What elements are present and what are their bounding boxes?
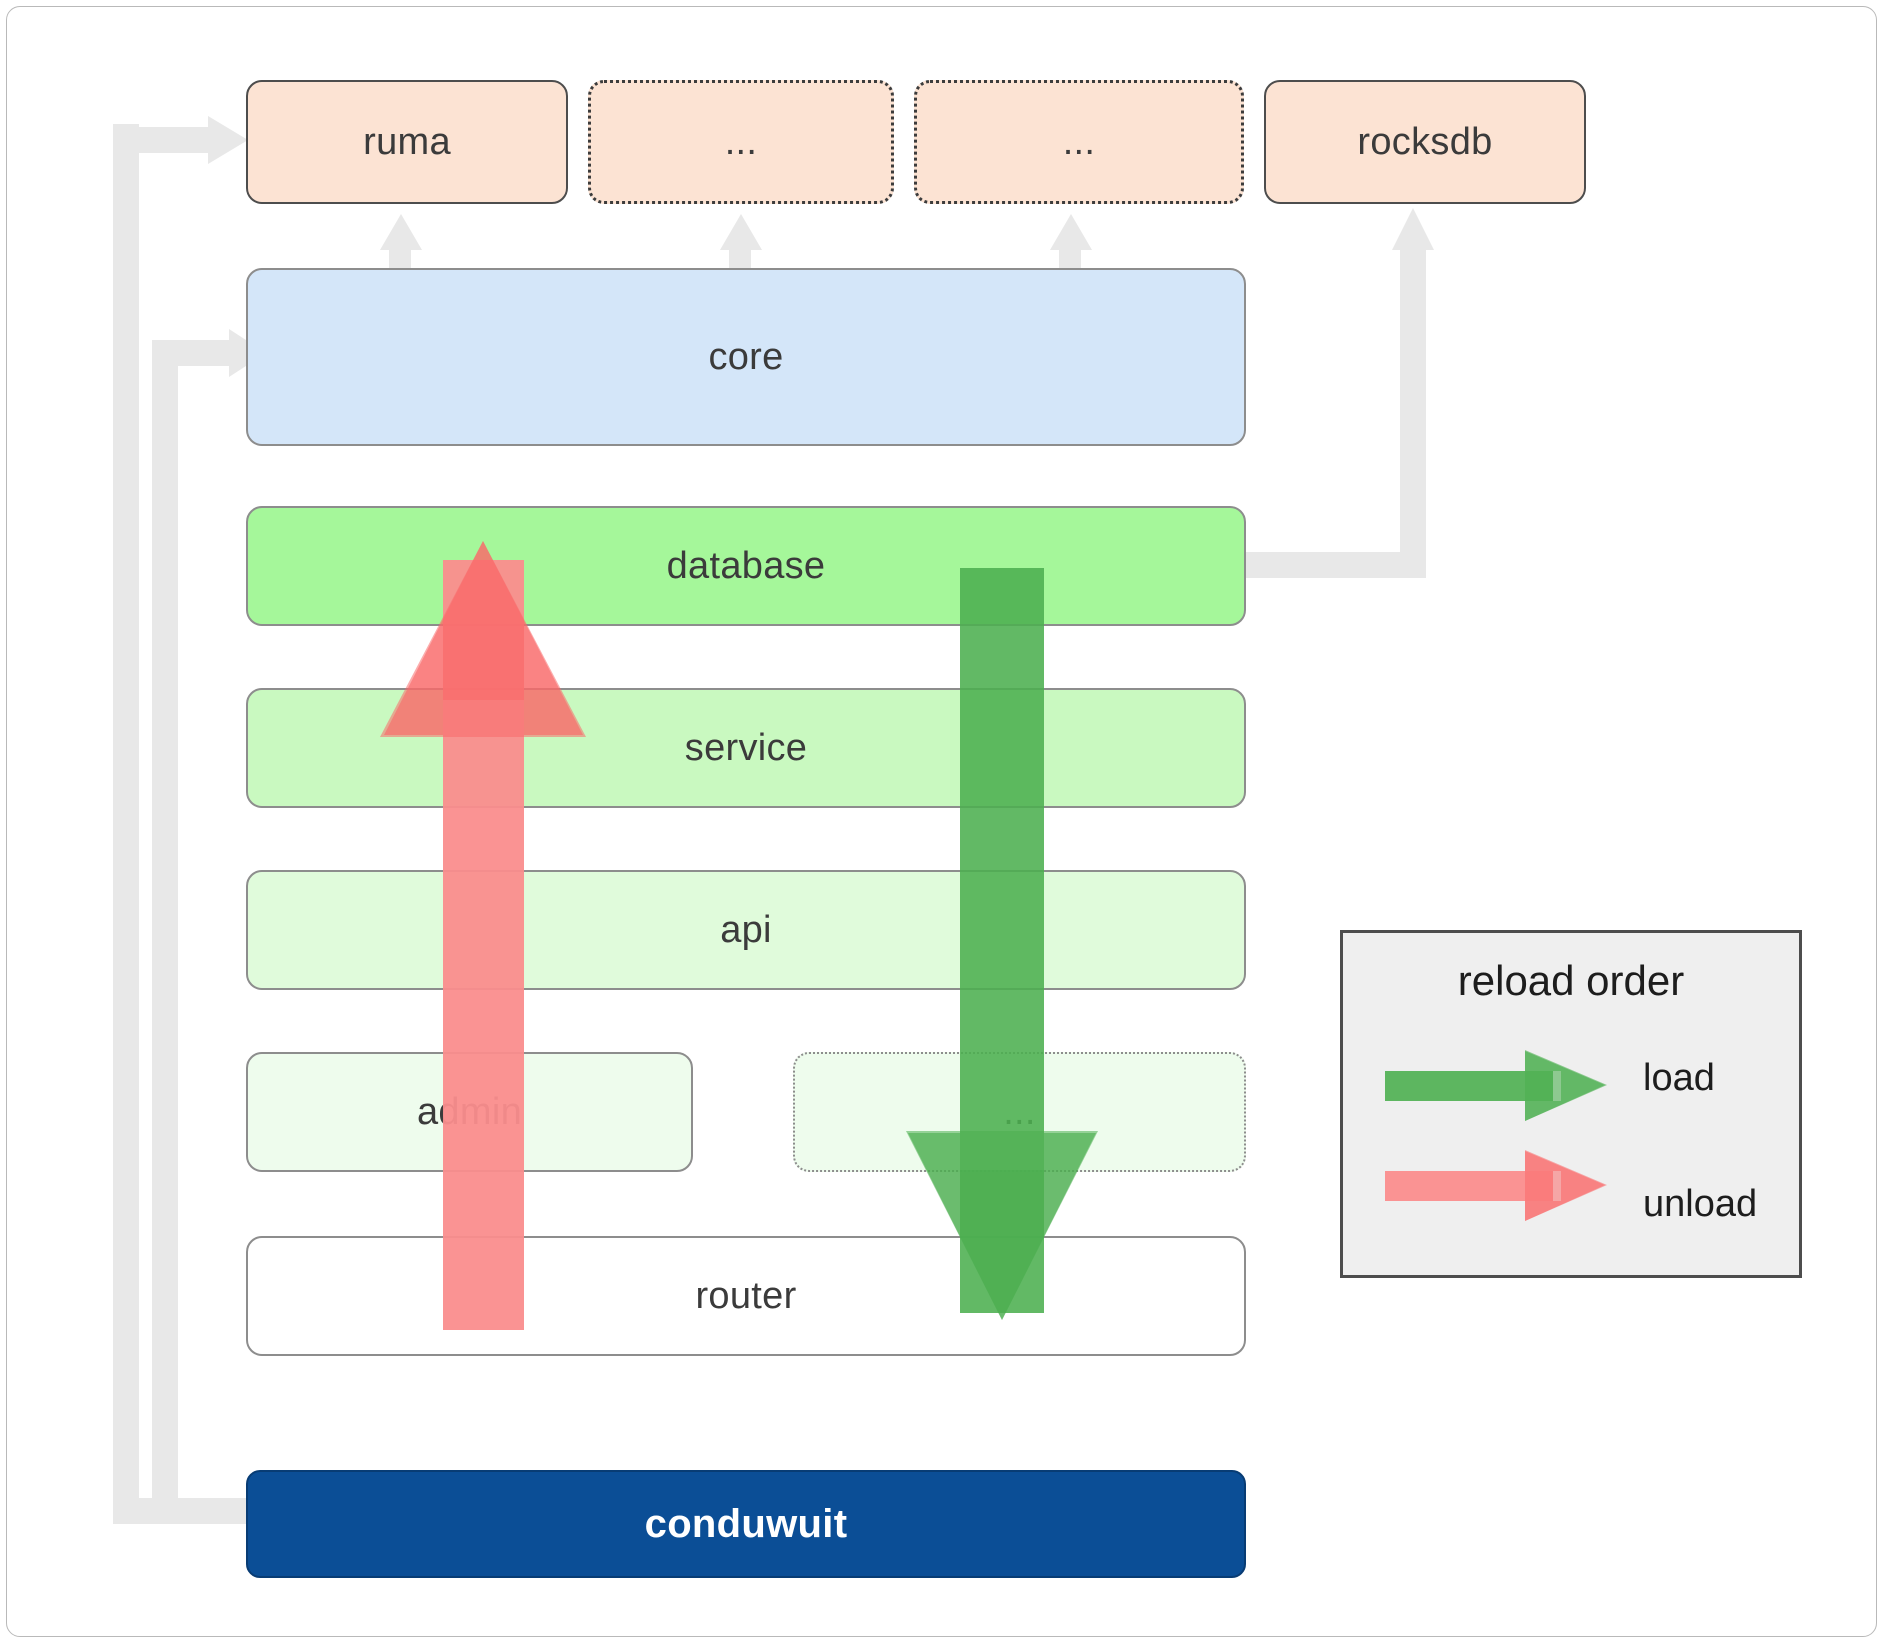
root-label-conduwuit: conduwuit [644, 1501, 848, 1546]
dependency-label-rocksdb: rocksdb [1357, 120, 1493, 163]
dependency-label-ellipsis-1: ... [724, 120, 758, 163]
legend-title: reload order [1457, 957, 1685, 1004]
layer-box-api[interactable]: api [246, 870, 1246, 990]
layer-box-ellipsis[interactable]: ... [793, 1052, 1246, 1172]
legend-label-unload: unload [1643, 1183, 1758, 1225]
legend-label-load: load [1643, 1057, 1715, 1099]
layer-box-database[interactable]: database [246, 506, 1246, 626]
layer-label-api: api [720, 908, 772, 951]
layer-box-service[interactable]: service [246, 688, 1246, 808]
layer-label-ellipsis: ... [1003, 1090, 1036, 1133]
layer-label-router: router [695, 1274, 797, 1317]
dependency-label-ellipsis-2: ... [1062, 120, 1096, 163]
root-box-conduwuit[interactable]: conduwuit [246, 1470, 1246, 1578]
legend-load-arrow-icon [1385, 1050, 1607, 1121]
layer-box-admin[interactable]: admin [246, 1052, 693, 1172]
dependency-box-rocksdb[interactable]: rocksdb [1264, 80, 1586, 204]
dependency-box-ellipsis-1[interactable]: ... [588, 80, 894, 204]
dependency-box-ruma[interactable]: ruma [246, 80, 568, 204]
layer-box-core[interactable]: core [246, 268, 1246, 446]
layer-label-admin: admin [417, 1090, 522, 1133]
legend-unload-arrow-icon [1385, 1150, 1607, 1221]
layer-label-database: database [666, 544, 826, 587]
layer-label-service: service [684, 726, 808, 769]
layer-label-core: core [708, 335, 784, 378]
diagram-frame [6, 6, 1877, 1637]
dependency-label-ruma: ruma [363, 120, 451, 163]
layer-box-router[interactable]: router [246, 1236, 1246, 1356]
legend-panel: reload order load unload [1340, 930, 1802, 1278]
dependency-box-ellipsis-2[interactable]: ... [914, 80, 1244, 204]
